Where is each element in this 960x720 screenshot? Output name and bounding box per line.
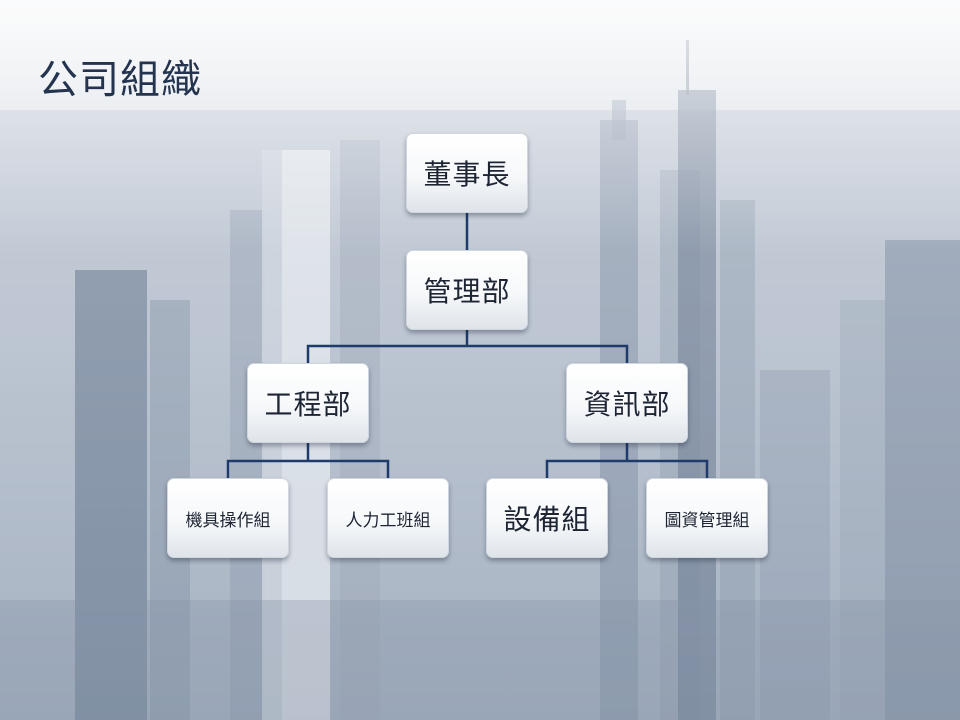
connector-information-groups [545, 459, 709, 478]
slide-title: 公司組織 [38, 57, 202, 103]
node-management: 管理部 [406, 250, 528, 330]
node-equipment-group-label: 設備組 [503, 503, 591, 536]
node-machinery-group: 機具操作組 [167, 478, 289, 558]
node-machinery-group-label: 機具操作組 [185, 510, 271, 531]
node-records-group-label: 圖資管理組 [664, 510, 750, 531]
node-equipment-group: 設備組 [486, 478, 608, 558]
node-engineering-label: 工程部 [264, 388, 352, 421]
node-information: 資訊部 [566, 363, 688, 443]
node-labor-group: 人力工班組 [327, 478, 449, 558]
node-information-label: 資訊部 [583, 388, 671, 421]
node-management-label: 管理部 [423, 275, 511, 308]
node-records-group: 圖資管理組 [646, 478, 768, 558]
node-chairman-label: 董事長 [423, 158, 511, 191]
node-engineering: 工程部 [247, 363, 369, 443]
connector-engineering-groups [226, 459, 390, 478]
node-labor-group-label: 人力工班組 [345, 510, 431, 531]
node-chairman: 董事長 [406, 133, 528, 213]
connector-management-departments [306, 344, 629, 363]
